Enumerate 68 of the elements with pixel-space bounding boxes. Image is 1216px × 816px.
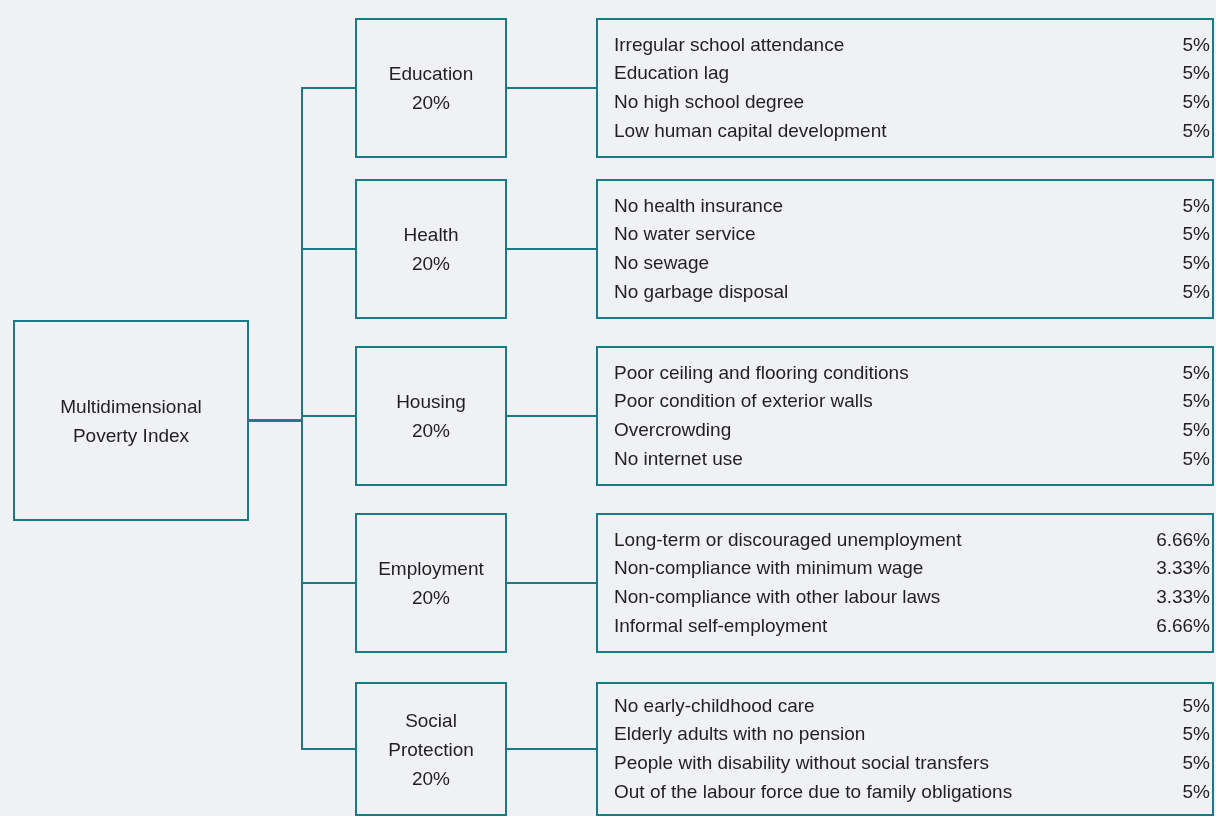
connector-line [506,248,597,250]
indicator-label: Elderly adults with no pension [614,722,867,747]
weight-label: 5% [1182,779,1210,804]
indicator-box [596,513,1214,653]
dimension-title: Health [403,223,459,247]
indicator-label: Non-compliance with minimum wage [614,556,925,581]
weight-label: 20% [412,419,450,443]
weight-label: 5% [1182,360,1210,385]
indicator-box [596,346,1214,486]
indicator-label: Informal self-employment [614,613,829,638]
indicator-box [596,682,1214,816]
connector-line [506,748,597,750]
weight-label: 5% [1182,751,1210,775]
connector-line [506,87,597,89]
weight-label: 5% [1182,418,1210,442]
weight-label: 5% [1182,279,1210,304]
indicator-label: No water service [614,222,757,247]
weight-label: 6.66% [1156,527,1210,552]
index-box [13,320,249,521]
weight-label: 3.33% [1156,556,1210,581]
dimension-title: Employment [378,557,484,581]
dimension-title: Education [388,62,474,86]
weight-label: 5% [1182,90,1210,114]
indicator-label: No early-childhood care [614,693,816,718]
indicator-label: Low human capital development [614,118,888,143]
indicator-label: Out of the labour force due to family obligations [614,779,1014,804]
indicator-label: Long-term or discouraged unemployment [614,527,963,552]
dimension-title: Housing [396,390,466,414]
indicator-box [596,179,1214,319]
indicator-label: No health insurance [614,193,784,218]
indicator-label: No high school degree [614,90,806,114]
weight-label: 20% [412,252,450,276]
dimension-box [355,179,507,319]
indicator-label: Overcrowding [614,418,733,442]
weight-label: 5% [1182,389,1210,414]
connector-line [506,582,597,584]
indicator-label: No garbage disposal [614,279,790,304]
indicator-label: No internet use [614,446,744,471]
weight-label: 3.33% [1156,585,1210,609]
weight-label: 20% [412,91,450,115]
connector-line [248,419,356,750]
indicator-box [596,18,1214,158]
weight-label: 5% [1182,222,1210,247]
weight-label: 5% [1182,446,1210,471]
dimension-box [355,18,507,158]
weight-label: 5% [1182,118,1210,143]
indicator-label: Irregular school attendance [614,32,846,57]
weight-label: 5% [1182,722,1210,747]
weight-label: 6.66% [1156,613,1210,638]
weight-label: 5% [1182,32,1210,57]
dimension-box [355,682,507,816]
weight-label: 20% [412,766,450,791]
weight-label: 5% [1182,193,1210,218]
indicator-label: People with disability without social transfers [614,751,990,775]
weight-label: 5% [1182,61,1210,86]
indicator-label: Education lag [614,61,731,86]
dimension-box [355,513,507,653]
dimension-title: Social Protection [387,708,475,762]
weight-label: 5% [1182,693,1210,718]
indicator-label: Poor condition of exterior walls [614,389,874,414]
indicator-label: Non-compliance with other labour laws [614,585,942,609]
dimension-box [355,346,507,486]
weight-label: 5% [1182,251,1210,275]
indicator-label: No sewage [614,251,711,275]
weight-label: 20% [412,586,450,610]
indicator-label: Poor ceiling and flooring conditions [614,360,910,385]
index-title: Multidimensional Poverty Index [59,394,203,448]
connector-line [506,415,597,417]
